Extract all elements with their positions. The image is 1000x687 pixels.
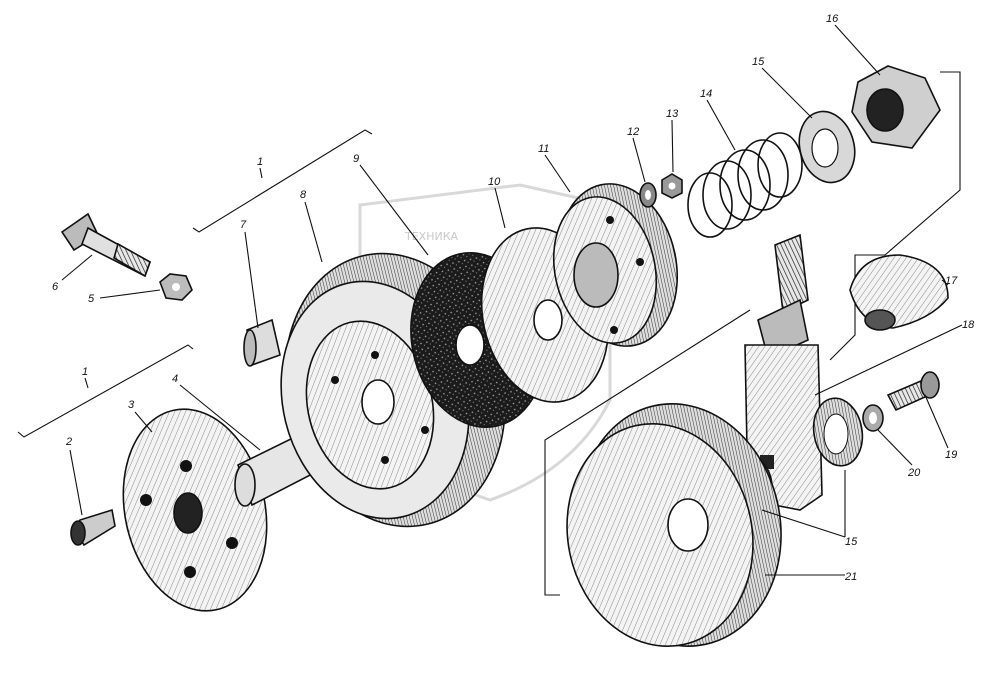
callout-11: 11 bbox=[538, 143, 549, 155]
callout-1-lower: 1 bbox=[82, 366, 88, 378]
callout-3: 3 bbox=[128, 399, 135, 411]
part-15-ring-washer bbox=[798, 110, 856, 184]
callout-5: 5 bbox=[88, 293, 95, 305]
group-brackets bbox=[17, 71, 961, 596]
callout-7: 7 bbox=[240, 219, 247, 231]
callout-17: 17 bbox=[945, 275, 958, 287]
callout-14: 14 bbox=[700, 88, 712, 100]
callout-15-upper: 15 bbox=[752, 56, 765, 68]
part-7-stub bbox=[243, 318, 281, 367]
callout-18: 18 bbox=[962, 319, 975, 331]
part-5-nut bbox=[159, 273, 193, 301]
part-2-rivet bbox=[70, 508, 116, 547]
callout-labels: 1 1 2 3 4 5 6 7 8 9 10 11 12 13 14 15 16… bbox=[52, 13, 975, 583]
part-21-wheel bbox=[566, 403, 782, 648]
part-13-nut bbox=[661, 173, 683, 199]
callout-16: 16 bbox=[826, 13, 839, 25]
bracket-1-lower bbox=[17, 344, 194, 438]
part-16-hex-nut bbox=[851, 65, 941, 149]
watermark-text: ТЕХНИКА bbox=[404, 230, 459, 243]
callout-6: 6 bbox=[52, 281, 59, 293]
callout-9: 9 bbox=[353, 153, 359, 165]
callout-12: 12 bbox=[627, 126, 639, 138]
leader-lines bbox=[61, 24, 963, 576]
part-6-bolt bbox=[60, 212, 151, 278]
part-18-bracket-arm bbox=[744, 233, 823, 511]
part-12-washer bbox=[639, 182, 657, 208]
callout-8: 8 bbox=[300, 189, 307, 201]
callout-20: 20 bbox=[907, 467, 921, 479]
callout-21: 21 bbox=[844, 571, 857, 583]
part-14-spring bbox=[687, 132, 803, 238]
callout-13: 13 bbox=[666, 108, 679, 120]
part-19-screw bbox=[886, 371, 940, 412]
callout-4: 4 bbox=[172, 373, 178, 385]
callout-15-lower: 15 bbox=[845, 536, 858, 548]
part-20-lock-washer bbox=[862, 404, 884, 432]
callout-2: 2 bbox=[65, 436, 72, 448]
frame-line-right bbox=[829, 71, 961, 361]
callout-19: 19 bbox=[945, 449, 957, 461]
part-11-hub-disc bbox=[552, 183, 679, 347]
bracket-1-upper bbox=[192, 129, 373, 233]
part-3-flange bbox=[122, 408, 268, 612]
callout-1-upper: 1 bbox=[257, 156, 263, 168]
part-17-dome-knob bbox=[849, 254, 949, 331]
frame-line-bottom bbox=[544, 309, 751, 596]
callout-10: 10 bbox=[488, 176, 501, 188]
